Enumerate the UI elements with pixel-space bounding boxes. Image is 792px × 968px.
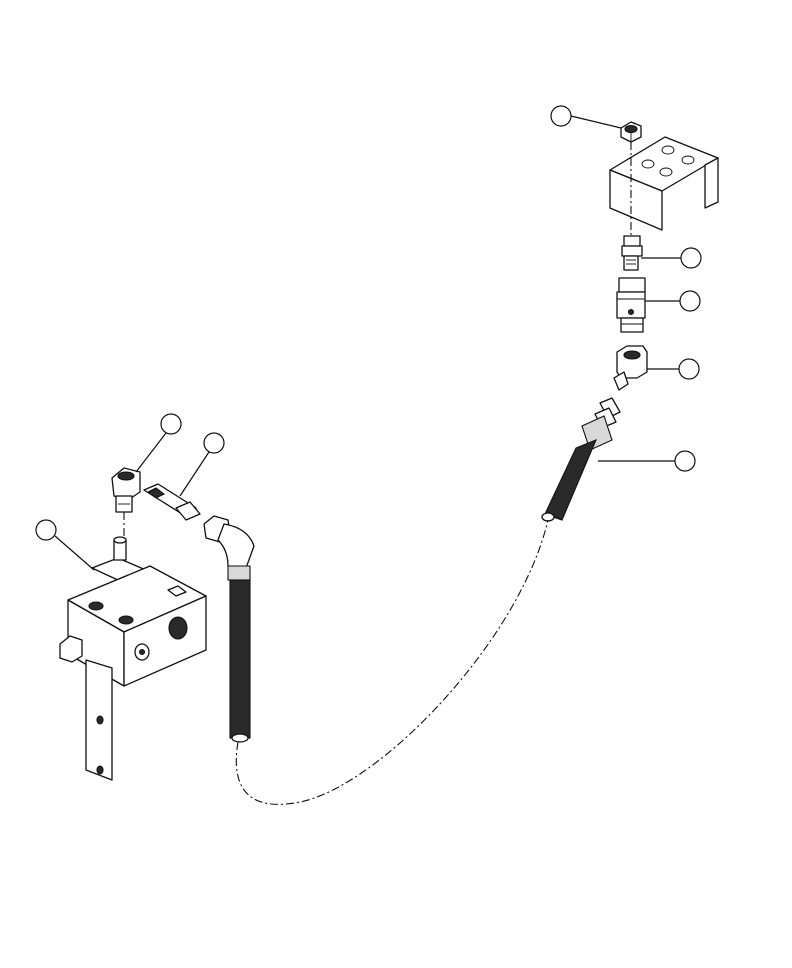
inline-fitting (143, 483, 201, 521)
valve-block (59, 536, 207, 687)
callout-swivel-nut-fitting (647, 358, 700, 380)
callout-inline-fitting (179, 432, 225, 497)
swivel-nut-fitting (613, 345, 648, 391)
callout-straight-adapter (641, 247, 702, 269)
callout-valve-block (35, 519, 95, 571)
hydraulic-hose-lower (203, 515, 255, 743)
straight-adapter (621, 235, 643, 271)
callout-hose-upper-end (598, 450, 696, 472)
callout-lock-nut (550, 105, 622, 129)
mounting-bar (85, 659, 113, 781)
lock-nut (620, 121, 642, 143)
elbow-fitting (111, 467, 141, 513)
hose-routing-line (235, 519, 549, 805)
mounting-bracket (609, 136, 719, 231)
callout-elbow-fitting (135, 413, 182, 473)
check-valve (616, 277, 646, 333)
hydraulic-hose-upper-end (541, 397, 621, 522)
callout-check-valve (645, 290, 701, 312)
